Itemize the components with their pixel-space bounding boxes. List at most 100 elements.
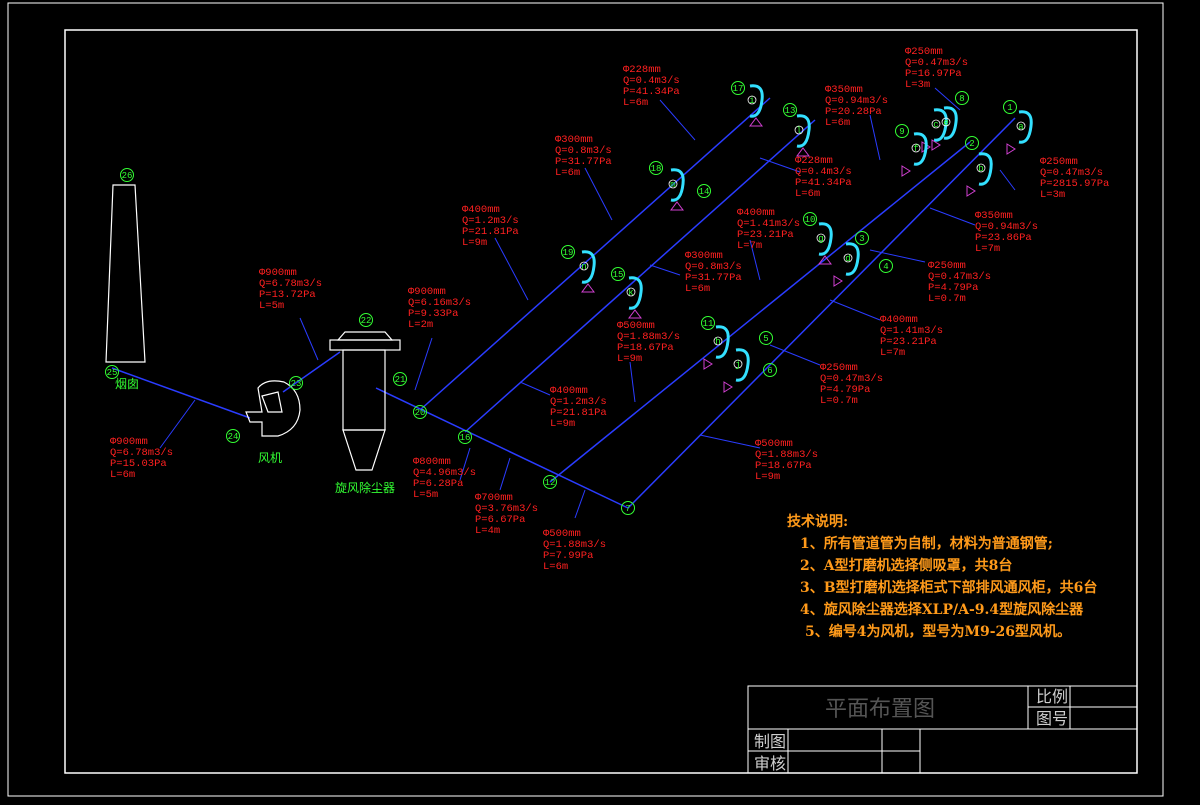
hood-ring	[976, 163, 986, 173]
segment-label-line: Q=1.41m3/s	[737, 218, 800, 230]
hood-m: m	[668, 168, 685, 211]
segment-label-line: L=2m	[408, 319, 433, 331]
hood-letter: a	[1018, 122, 1024, 132]
segment-label-line: Φ400mm	[880, 314, 918, 326]
node-number: 21	[395, 375, 406, 385]
node-circle	[359, 313, 373, 327]
hood-arrow	[670, 201, 684, 211]
segment-label-line: P=20.28Pa	[825, 106, 882, 118]
segment-label-line: Φ400mm	[737, 207, 775, 219]
node-1: 1	[1003, 100, 1017, 114]
segment-label-line: P=2815.97Pa	[1040, 178, 1109, 190]
segment-label-line: Q=6.78m3/s	[110, 447, 173, 459]
hood-arrow	[833, 275, 843, 287]
segment-label-line: L=6m	[555, 167, 580, 179]
duct-chimney-fan	[111, 367, 251, 419]
node-number: 3	[859, 234, 864, 244]
hood-hook	[581, 250, 596, 284]
segment-label-line: Q=1.41m3/s	[880, 325, 943, 337]
segment-label-line: Φ228mm	[623, 64, 661, 76]
segment-label-line: L=9m	[550, 418, 575, 430]
node-number: 15	[613, 270, 624, 280]
node-circle	[543, 475, 557, 489]
node-circle	[561, 245, 575, 259]
segment-label-line: Q=4.96m3/s	[413, 467, 476, 479]
node-circle	[701, 316, 715, 330]
hood-ring	[794, 125, 804, 135]
fan-outlet	[261, 391, 283, 413]
segment-label-line: L=6m	[795, 188, 820, 200]
node-number: 4	[883, 262, 888, 272]
branch-2	[464, 119, 816, 433]
segment-label-line: Q=1.88m3/s	[755, 449, 818, 461]
hood-e: e	[931, 106, 958, 151]
segment-labels: Φ228mmQ=0.4m3/sP=41.34PaL=6mΦ250mmQ=0.47…	[110, 46, 1109, 573]
hood-arrow	[931, 139, 941, 151]
node-number: 17	[733, 84, 744, 94]
node-number: 25	[107, 368, 118, 378]
segment-label-line: L=9m	[755, 471, 780, 483]
hood-hook	[1018, 110, 1033, 144]
node-8: 8	[955, 91, 969, 105]
segment-label-line: L=0.7m	[928, 293, 966, 305]
node-circle	[763, 363, 777, 377]
hood-arrow	[628, 309, 642, 319]
segment-label-line: Φ250mm	[928, 260, 966, 272]
segment-label-line: Q=1.88m3/s	[617, 331, 680, 343]
fan-volute	[245, 380, 301, 437]
drawing-number-label: 图号	[1036, 709, 1068, 728]
node-circle	[649, 161, 663, 175]
hood-ring	[579, 261, 589, 271]
drawn-by-label: 制图	[754, 732, 786, 751]
node-circle	[855, 231, 869, 245]
node-circle	[393, 372, 407, 386]
hood-hook	[749, 84, 764, 118]
node-number: 24	[228, 432, 239, 442]
segment-label-line: L=5m	[413, 489, 438, 501]
node-number: 14	[699, 187, 710, 197]
drawing-title: 平面布置图	[825, 697, 935, 722]
hood-ring	[713, 336, 723, 346]
scale-label: 比例	[1036, 687, 1068, 706]
leader-lines	[159, 87, 1016, 519]
hood-hook	[628, 276, 643, 310]
node-circle	[955, 91, 969, 105]
note-4: 4、旋风除尘器选择XLP/A-9.4型旋风除尘器	[800, 601, 1084, 618]
node-number: 1	[1007, 103, 1012, 113]
node-circle	[413, 405, 427, 419]
segment-label-line: L=4m	[475, 525, 500, 537]
hood-l: l	[794, 114, 811, 157]
segment-label-line: P=41.34Pa	[623, 86, 680, 98]
hood-letter: j	[735, 360, 740, 370]
chimney-node-marker: 26	[120, 168, 134, 182]
hood-ring	[1016, 121, 1026, 131]
chimney-body	[105, 184, 146, 363]
segment-label-line: Φ800mm	[413, 456, 451, 468]
segment-label-line: Φ900mm	[259, 267, 297, 279]
hood-arrow	[818, 255, 832, 265]
hood-hook	[943, 106, 958, 140]
branch-4	[627, 117, 1016, 509]
segment-label-line: L=6m	[685, 283, 710, 295]
hood-hook	[818, 222, 833, 256]
hood-letter: n	[581, 262, 586, 272]
hood-i: i	[747, 84, 764, 127]
node-12: 12	[543, 475, 557, 489]
hood-hook	[933, 108, 948, 142]
hood-arrow	[966, 185, 976, 197]
node-circle	[611, 267, 625, 281]
hood-b: b	[966, 152, 993, 197]
segment-label-line: P=13.72Pa	[259, 289, 316, 301]
segment-label-line: Q=1.2m3/s	[550, 396, 607, 408]
hood-ring	[668, 179, 678, 189]
node-10: 10	[803, 212, 817, 226]
segment-label-line: Q=0.8m3/s	[555, 145, 612, 157]
